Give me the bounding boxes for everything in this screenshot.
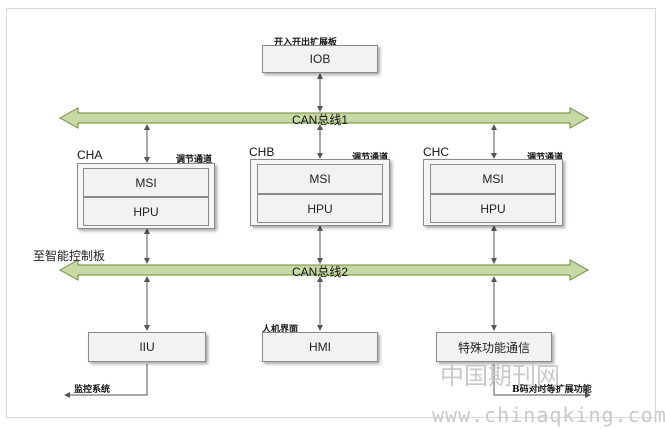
channel-a-name: CHA: [77, 148, 103, 162]
special-comm-box: 特殊功能通信: [436, 332, 552, 362]
hmi-title: 人机界面: [262, 325, 299, 335]
iob-box: IOB: [262, 45, 378, 73]
channel-c-hpu-label: HPU: [480, 201, 506, 216]
special-comm-label: 特殊功能通信: [457, 340, 530, 355]
channel-b-box: MSI HPU: [250, 159, 390, 226]
channel-b-name: CHB: [249, 145, 275, 159]
iiu-output-label: 监控系统: [74, 385, 111, 395]
iiu-box: IIU: [88, 332, 206, 362]
can-bus-2-label: CAN总线2: [292, 265, 349, 279]
channel-a-tag: 调节通道: [176, 155, 213, 165]
channel-a-msi-label: MSI: [135, 175, 157, 190]
channel-a-hpu-label: HPU: [133, 204, 159, 219]
iiu-label: IIU: [139, 340, 155, 354]
channel-b-msi-label: MSI: [309, 172, 331, 186]
channel-c-hpu: HPU: [430, 194, 556, 223]
hmi-box: HMI: [262, 332, 378, 362]
can-bus-2-arrow: [58, 259, 590, 281]
channel-c-box: MSI HPU: [423, 159, 563, 226]
channel-b-msi: MSI: [257, 164, 383, 194]
channel-a-msi: MSI: [83, 168, 209, 197]
iob-title: 开入开出扩展板: [274, 38, 338, 48]
channel-c-msi-label: MSI: [482, 172, 504, 186]
channel-b-tag: 调节通道: [352, 153, 389, 163]
can-bus-1-arrow: [58, 107, 590, 129]
diagram-frame: [6, 8, 656, 418]
special-output-label: B码对时等扩展功能: [512, 385, 592, 395]
to-smart-board-label: 至智能控制板: [33, 249, 106, 263]
hmi-label: HMI: [309, 340, 331, 354]
iob-label: IOB: [309, 52, 331, 66]
watermark-chinese: 中国期刊网: [440, 362, 560, 390]
channel-b-hpu-label: HPU: [307, 201, 333, 216]
special-output-line: [493, 364, 591, 398]
iiu-output-line: [64, 364, 148, 398]
channel-b-hpu: HPU: [257, 194, 383, 223]
channel-a-hpu: HPU: [83, 197, 209, 226]
channel-c-name: CHC: [423, 145, 449, 159]
watermark-url: www.chinaqking.com: [432, 403, 665, 427]
channel-c-tag: 调节通道: [527, 153, 564, 163]
channel-c-msi: MSI: [430, 164, 556, 194]
can-bus-1-label: CAN总线1: [292, 113, 349, 127]
channel-a-box: MSI HPU: [77, 163, 215, 229]
